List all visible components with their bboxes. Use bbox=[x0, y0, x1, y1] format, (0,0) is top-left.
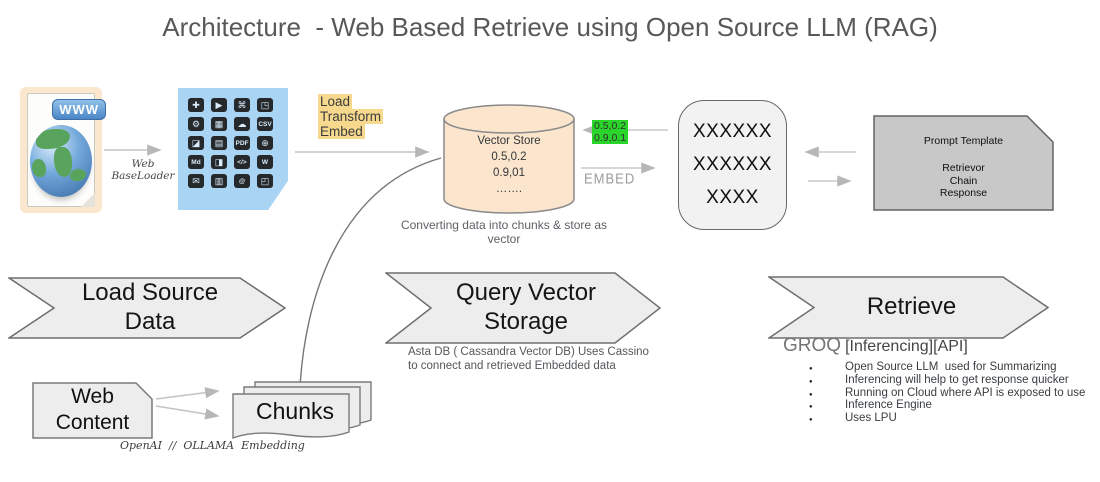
document-loaders-box: ✚ ▶ ⌘ ◳ ⚙ ▦ ☁ CSV ◪ ▤ PDF ⊕ Md ◨ </> W ✉… bbox=[178, 88, 288, 210]
groq-tags: [Inferencing][API] bbox=[845, 338, 968, 355]
groq-bullet: Uses LPU bbox=[783, 412, 1085, 427]
web-icon: ⊕ bbox=[257, 136, 273, 150]
web-content-box: Web Content bbox=[32, 382, 153, 439]
embed-label: EMBED bbox=[584, 169, 636, 188]
groq-name: GROQ bbox=[783, 335, 842, 356]
chevron-label: Retrieve bbox=[866, 293, 957, 321]
embedding-values: 0.5,0.2 0.9,0.1 bbox=[592, 120, 629, 144]
mail-icon: ✉ bbox=[188, 174, 204, 188]
document-fold bbox=[81, 193, 95, 207]
sheet-icon: ▤ bbox=[211, 136, 227, 150]
query-tokens-box: XXXXXX XXXXXX XXXX bbox=[678, 100, 787, 230]
chevron-shape bbox=[766, 276, 1050, 339]
chevron-shape bbox=[6, 277, 287, 339]
load-transform-embed-note: Load Transform Embed bbox=[318, 94, 384, 139]
markdown-icon: Md bbox=[188, 155, 204, 169]
groq-heading: GROQ[Inferencing][API] bbox=[783, 335, 1085, 357]
wikipedia-icon: W bbox=[257, 155, 273, 169]
query-token: XXXX bbox=[706, 187, 759, 208]
prompt-template-items: Retrievor Chain Response bbox=[873, 162, 1054, 200]
lte-transform: Transform bbox=[318, 109, 384, 124]
chevron-retrieve: Retrieve bbox=[766, 276, 1050, 339]
at-icon: @ bbox=[234, 174, 250, 188]
chunks-label: Chunks bbox=[256, 398, 334, 424]
html-icon: </> bbox=[234, 155, 250, 169]
prompt-item: Chain bbox=[949, 174, 978, 187]
asta-note-line1: Asta DB ( Cassandra Vector DB) Uses Cass… bbox=[408, 346, 649, 358]
prompt-template-box: Prompt Template Retrievor Chain Response bbox=[873, 115, 1054, 211]
discord-icon: ⌘ bbox=[234, 98, 250, 112]
chevron-label: Load Source Data bbox=[81, 279, 219, 335]
folder-icon: ◰ bbox=[257, 174, 273, 188]
web-baseloader-label: Web BaseLoader bbox=[111, 158, 175, 182]
github-icon: ⚙ bbox=[188, 117, 204, 131]
chunks-pages-shape bbox=[232, 381, 372, 440]
globe-icon bbox=[30, 125, 92, 197]
image-icon: ▦ bbox=[211, 117, 227, 131]
prompt-item: Response bbox=[939, 187, 988, 199]
vector-store-caption: Converting data into chunks & store as v… bbox=[400, 218, 608, 246]
vector-value: 0.9,01 bbox=[493, 167, 525, 179]
doc-icon: ◪ bbox=[188, 136, 204, 150]
page-title: Architecture - Web Based Retrieve using … bbox=[162, 12, 938, 42]
vector-store-cylinder: Vector Store 0.5,0.2 0.9,01 ……. bbox=[443, 103, 575, 216]
notched-box-shape bbox=[32, 382, 153, 439]
chevron-label: Query Vector Storage bbox=[455, 279, 597, 335]
slide-icon: ◨ bbox=[211, 155, 227, 169]
embedding-note: OpenAI // OLLAMA Embedding bbox=[120, 439, 305, 452]
notched-box-shape bbox=[873, 115, 1054, 211]
plus-icon: ✚ bbox=[188, 98, 204, 112]
query-token: XXXXXX bbox=[692, 154, 773, 175]
groq-bullet: Inferencing will help to get response qu… bbox=[783, 374, 1085, 389]
pdf-file-icon: PDF bbox=[234, 136, 250, 150]
groq-bullet: Running on Cloud where API is exposed to… bbox=[783, 387, 1085, 402]
chevron-load-source-data: Load Source Data bbox=[6, 277, 287, 339]
prompt-template-title: Prompt Template bbox=[923, 135, 1004, 147]
youtube-icon: ▶ bbox=[211, 98, 227, 112]
asta-note-line2: to connect and retrieved Embedded data bbox=[408, 359, 616, 372]
embedding-value: 0.9,0.1 bbox=[592, 132, 629, 144]
www-badge: WWW bbox=[52, 99, 106, 120]
query-token: XXXXXX bbox=[692, 121, 773, 142]
file-icon: ◳ bbox=[257, 98, 273, 112]
chunks-stack: Chunks bbox=[232, 381, 374, 447]
prompt-item: Retrievor bbox=[942, 162, 985, 174]
csv-file-icon: CSV bbox=[257, 117, 273, 131]
chevron-query-vector-storage: Query Vector Storage bbox=[383, 272, 662, 344]
www-source-icon: WWW bbox=[20, 87, 106, 213]
arrow-webcontent-to-chunks-bottom bbox=[155, 405, 220, 420]
vector-value-ellipsis: ……. bbox=[495, 183, 523, 195]
lte-load: Load bbox=[318, 94, 353, 109]
arrow-webcontent-to-chunks-top bbox=[155, 387, 220, 400]
cylinder-shape bbox=[443, 104, 575, 214]
vector-store-title: Vector Store bbox=[477, 135, 541, 147]
lte-embed: Embed bbox=[318, 124, 365, 139]
groq-section: GROQ[Inferencing][API] Open Source LLM u… bbox=[783, 335, 1085, 427]
groq-bullet: Open Source LLM used for Summarizing bbox=[783, 361, 1085, 376]
embedding-value: 0.5,0.2 bbox=[592, 120, 629, 132]
vector-store-text: Vector Store 0.5,0.2 0.9,01 ……. bbox=[443, 133, 575, 197]
vector-value: 0.5,0.2 bbox=[491, 151, 527, 163]
groq-bullet: Inference Engine bbox=[783, 399, 1085, 414]
asta-db-note: Asta DB ( Cassandra Vector DB) Uses Cass… bbox=[408, 346, 649, 373]
notion-icon: ▥ bbox=[211, 174, 227, 188]
cloud-icon: ☁ bbox=[234, 117, 250, 131]
groq-bullet-list: Open Source LLM used for Summarizing Inf… bbox=[783, 361, 1085, 427]
web-content-label: Web Content bbox=[55, 385, 130, 434]
